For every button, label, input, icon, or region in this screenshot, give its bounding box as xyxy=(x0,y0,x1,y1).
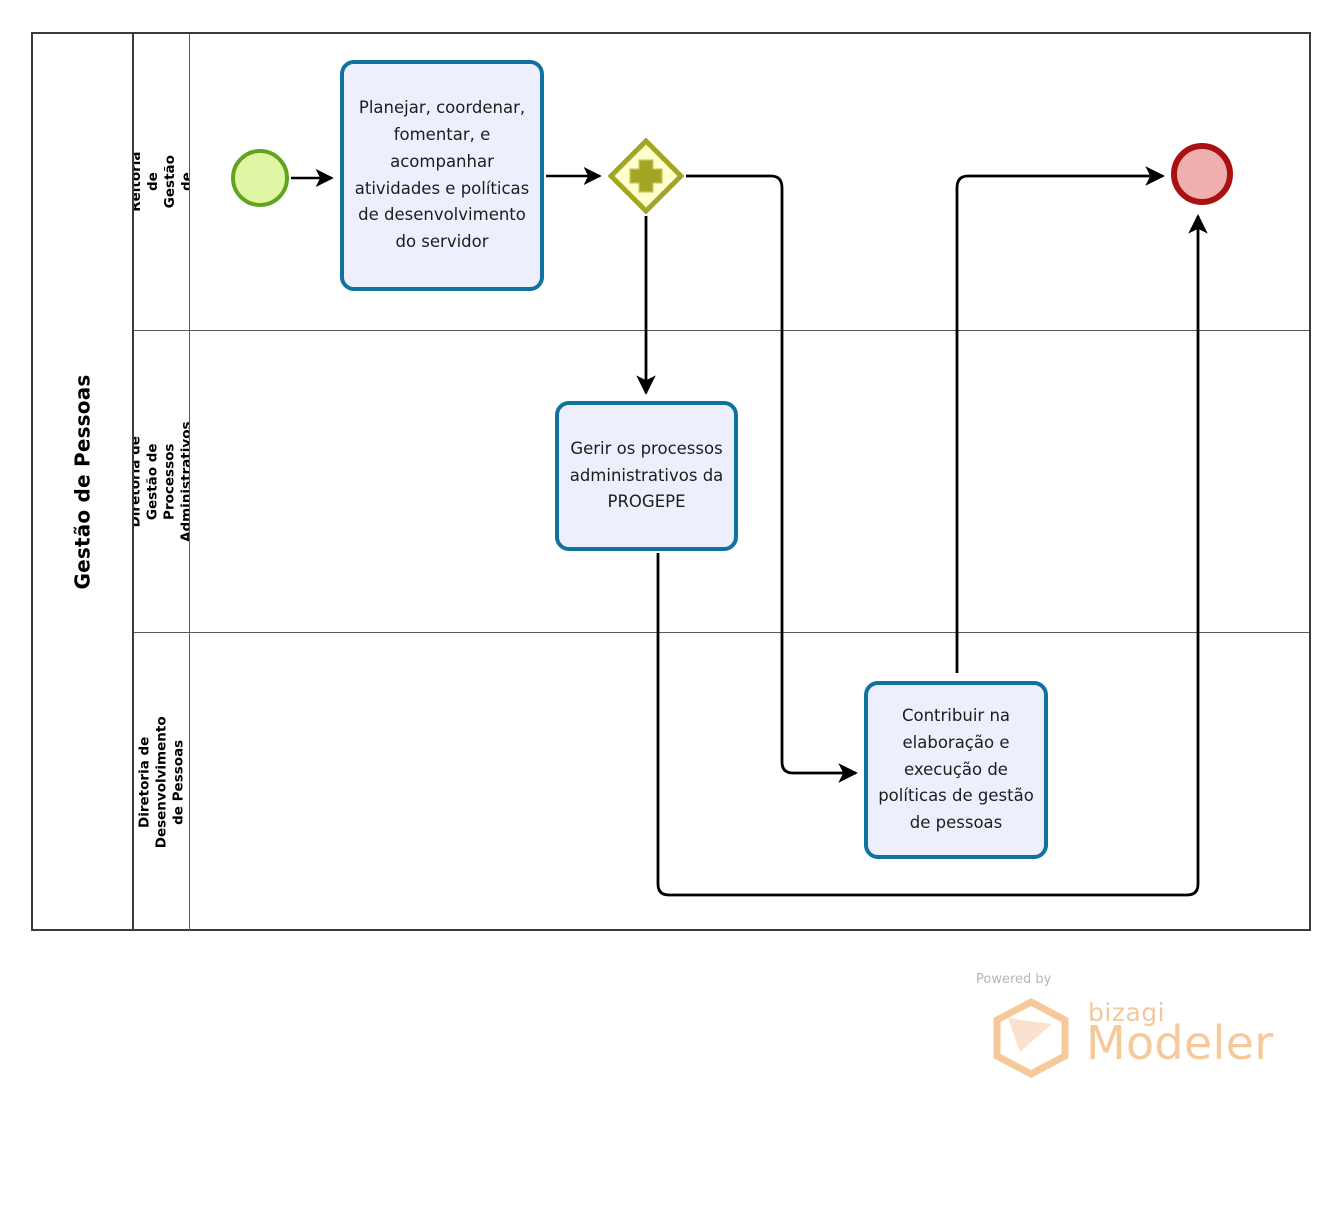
lane-pro-reitoria[interactable]: Pró-Reitoria de Gestão de Pessoas xyxy=(134,34,1309,330)
lane-header-pro-reitoria: Pró-Reitoria de Gestão de Pessoas xyxy=(134,34,190,330)
plus-icon xyxy=(629,159,663,193)
task-planejar[interactable]: Planejar, coordenar, fomentar, e acompan… xyxy=(340,60,544,291)
pool-header: Gestão de Pessoas xyxy=(33,34,134,929)
watermark-powered-by: Powered by xyxy=(976,972,1052,987)
bizagi-hexagon-logo-icon xyxy=(990,998,1072,1082)
lane-header-desenvolvimento-pessoas: Diretoria de Desenvolvimento de Pessoas xyxy=(134,633,190,931)
watermark-product: Modeler xyxy=(1086,1016,1274,1070)
lane-header-processos-administrativos: Diretoria de Gestão de Processos Adminis… xyxy=(134,331,190,632)
pool-title: Gestão de Pessoas xyxy=(70,373,95,590)
end-event[interactable] xyxy=(1171,143,1233,205)
task-contribuir-label: Contribuir na elaboração e execução de p… xyxy=(878,706,1034,833)
lane-title-desenvolvimento-pessoas: Diretoria de Desenvolvimento de Pessoas xyxy=(136,716,186,848)
watermark-brand: bizagi xyxy=(1088,998,1166,1027)
lane-desenvolvimento-pessoas[interactable]: Diretoria de Desenvolvimento de Pessoas xyxy=(134,632,1309,931)
lane-title-pro-reitoria: Pró-Reitoria de Gestão de Pessoas xyxy=(134,151,190,213)
task-planejar-label: Planejar, coordenar, fomentar, e acompan… xyxy=(354,98,530,251)
parallel-gateway[interactable] xyxy=(608,138,684,214)
bizagi-watermark: Powered by bizagi Modeler xyxy=(968,972,1273,1082)
task-gerir-label: Gerir os processos administrativos da PR… xyxy=(569,438,724,512)
start-event[interactable] xyxy=(231,149,289,207)
lane-title-processos-administrativos: Diretoria de Gestão de Processos Adminis… xyxy=(134,421,190,542)
task-contribuir[interactable]: Contribuir na elaboração e execução de p… xyxy=(864,681,1048,859)
task-gerir[interactable]: Gerir os processos administrativos da PR… xyxy=(555,401,738,551)
